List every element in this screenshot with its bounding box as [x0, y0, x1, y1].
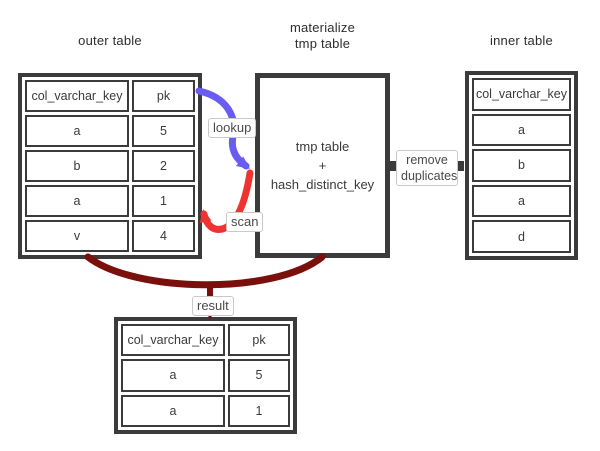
remove-duplicates-label-line2: duplicates — [401, 169, 458, 183]
outer-header-pk: pk — [132, 80, 195, 112]
outer-table-title: outer table — [78, 33, 142, 48]
result-cell: 5 — [228, 359, 290, 392]
table-row: d — [472, 220, 571, 253]
outer-cell: 2 — [132, 150, 195, 182]
inner-header-col-varchar-key: col_varchar_key — [472, 78, 571, 111]
outer-cell: a — [25, 115, 129, 147]
result-cell: a — [121, 359, 225, 392]
outer-cell: 4 — [132, 220, 195, 252]
table-row: a 1 — [121, 394, 290, 427]
tmp-table-title-line1: materialize — [289, 20, 356, 35]
scan-label: scan — [226, 212, 264, 232]
result-curve — [84, 253, 326, 289]
tmp-box-line1: tmp table — [295, 139, 350, 154]
table-row: a 5 — [121, 359, 290, 392]
tmp-table-title: materialize tmp table — [255, 20, 390, 52]
tmp-table-title-line2: tmp table — [294, 36, 351, 51]
table-row: b 2 — [25, 150, 195, 182]
lookup-label: lookup — [208, 118, 257, 138]
outer-cell: v — [25, 220, 129, 252]
inner-table-title: inner table — [490, 33, 553, 48]
outer-table: col_varchar_key pk a 5 b 2 a 1 v 4 — [18, 73, 202, 259]
outer-cell: 1 — [132, 185, 195, 217]
result-header-col-varchar-key: col_varchar_key — [121, 324, 225, 357]
result-label: result — [192, 296, 234, 316]
table-row: v 4 — [25, 220, 195, 252]
table-row: a 5 — [25, 115, 195, 147]
tmp-box-line2: + — [318, 158, 327, 173]
result-header-pk: pk — [228, 324, 290, 357]
table-row: col_varchar_key pk — [121, 324, 290, 357]
tmp-table-box: tmp table + hash_distinct_key — [255, 73, 390, 258]
table-row: a — [472, 184, 571, 218]
result-cell: 1 — [228, 394, 290, 427]
table-row: b — [472, 149, 571, 182]
inner-cell: b — [472, 149, 571, 182]
outer-header-col-varchar-key: col_varchar_key — [25, 80, 129, 112]
remove-duplicates-label: remove duplicates — [396, 150, 458, 186]
table-row: col_varchar_key — [472, 78, 571, 111]
inner-cell: d — [472, 220, 571, 253]
table-row: a 1 — [25, 185, 195, 217]
outer-cell: a — [25, 185, 129, 217]
inner-cell: a — [472, 184, 571, 218]
inner-cell: a — [472, 113, 571, 147]
outer-cell: 5 — [132, 115, 195, 147]
result-cell: a — [121, 394, 225, 427]
inner-table: col_varchar_key a b a d — [465, 71, 578, 260]
result-table: col_varchar_key pk a 5 a 1 — [114, 317, 297, 434]
tmp-box-line3: hash_distinct_key — [270, 177, 375, 192]
outer-cell: b — [25, 150, 129, 182]
remove-duplicates-label-line1: remove — [406, 153, 448, 167]
table-row: a — [472, 113, 571, 147]
table-row: col_varchar_key pk — [25, 80, 195, 112]
